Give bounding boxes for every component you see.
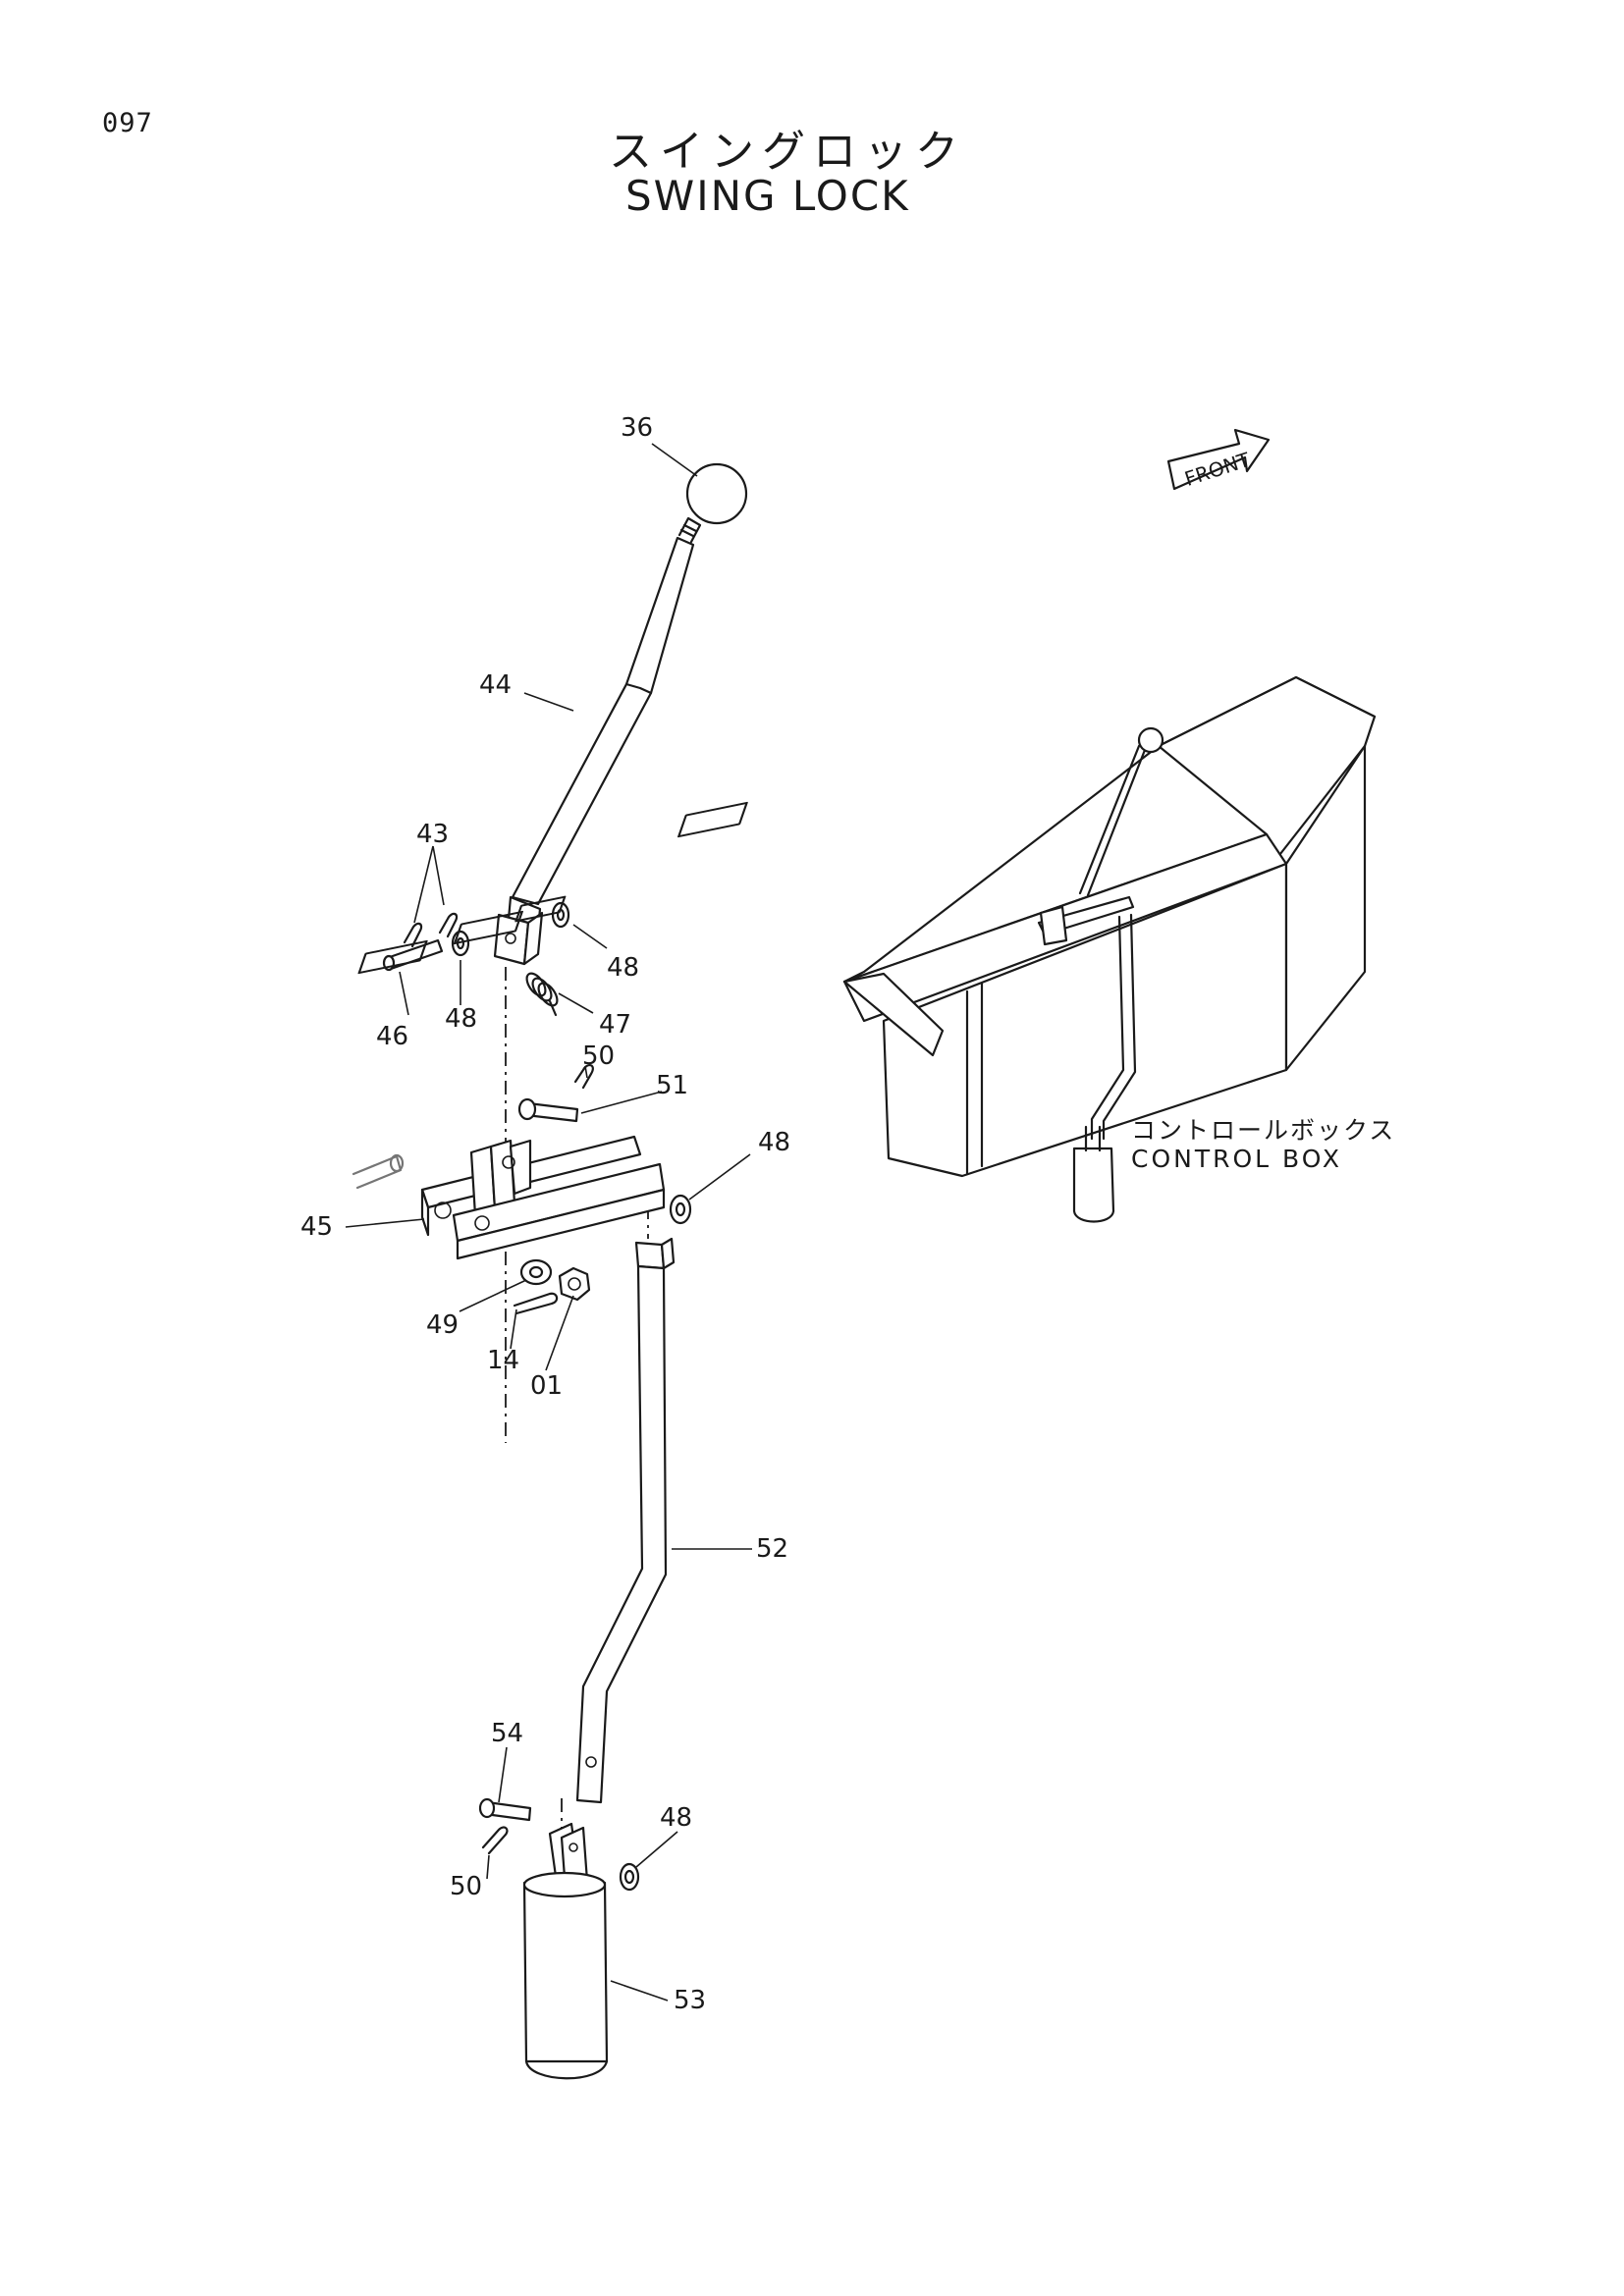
page-number: 097	[102, 108, 153, 138]
callout-label: 51	[656, 1071, 688, 1100]
washer-part	[669, 1194, 692, 1225]
lever-part	[505, 516, 702, 952]
callout-label: 48	[758, 1128, 790, 1157]
cotter-pin-part	[513, 1292, 559, 1315]
washer-part	[551, 901, 570, 929]
callout-label: 49	[426, 1310, 459, 1340]
spring-part	[525, 972, 559, 1017]
callout-label: 54	[491, 1719, 523, 1748]
callout-label: 45	[300, 1212, 333, 1242]
callout-label: 36	[621, 413, 653, 443]
nut-part	[558, 1266, 591, 1302]
callout-label: 48	[445, 1004, 477, 1034]
washer-part	[619, 1862, 640, 1892]
front-arrow-icon: FRONT	[1166, 428, 1271, 491]
control-box-part	[357, 675, 1377, 1223]
title-english: SWING LOCK	[625, 172, 910, 220]
callout-label: 50	[582, 1041, 615, 1071]
callout-label: 14	[487, 1346, 519, 1375]
pin-part	[517, 1064, 594, 1123]
reference-pin-part	[352, 1153, 405, 1190]
callout-label: 48	[607, 953, 639, 983]
pin-part	[382, 912, 459, 972]
callout-label: 46	[376, 1022, 408, 1051]
callout-label: 47	[599, 1010, 631, 1040]
pin-part	[478, 1797, 532, 1855]
callout-label: 43	[416, 820, 449, 849]
title-japanese: スイングロック	[609, 127, 966, 177]
leader-lines	[345, 443, 752, 2002]
control-box-label-japanese: コントロールボックス	[1131, 1116, 1396, 1145]
callout-label: 01	[530, 1371, 563, 1401]
rod-part	[575, 1237, 676, 1804]
knob-part	[685, 462, 748, 525]
callout-label: 53	[674, 1986, 706, 2015]
callout-label: 48	[660, 1803, 692, 1833]
callout-label: 50	[450, 1872, 482, 1901]
grip-part	[522, 1822, 609, 2080]
callout-label: 52	[756, 1534, 788, 1564]
washer-part	[451, 930, 470, 957]
control-box-label-english: CONTROL BOX	[1131, 1145, 1342, 1173]
callout-label: 44	[479, 670, 512, 700]
washer-part	[519, 1258, 553, 1286]
bracket-part	[420, 1135, 666, 1260]
